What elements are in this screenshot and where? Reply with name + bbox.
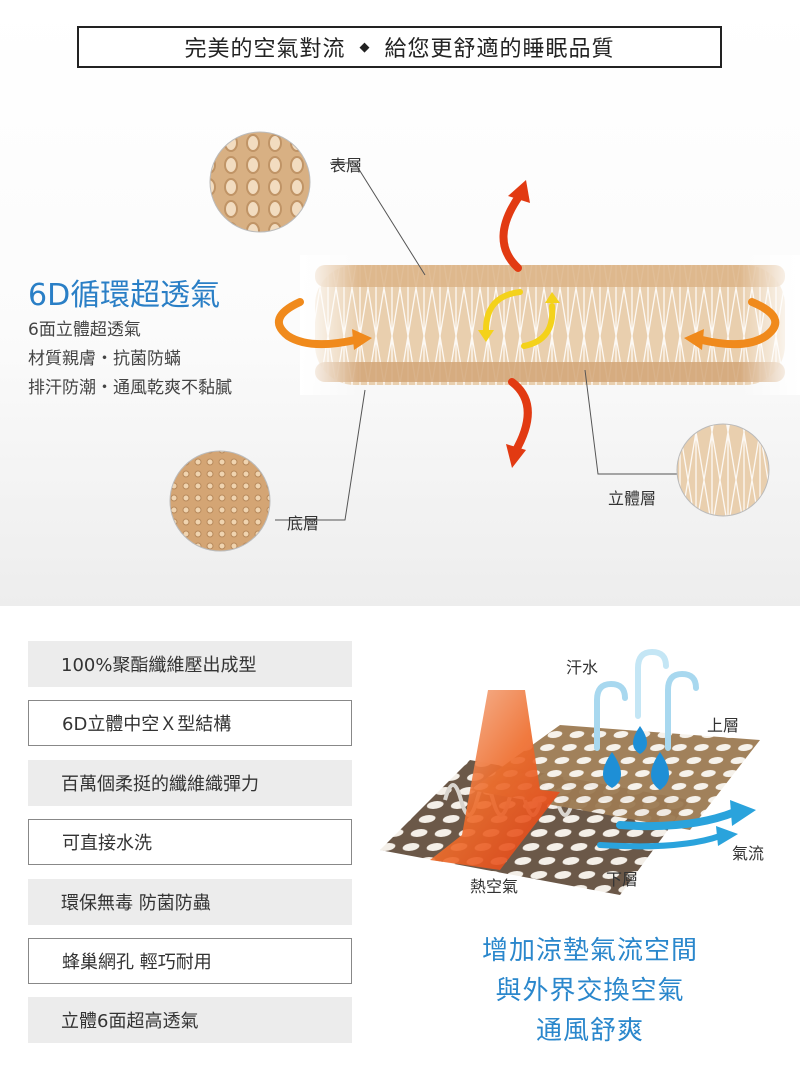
feature-item: 蜂巢網孔 輕巧耐用 — [28, 938, 352, 984]
header-left: 完美的空氣對流 — [184, 37, 346, 62]
water-drop-icon — [651, 752, 669, 790]
label-middle-layer: 立體層 — [608, 489, 657, 508]
feature-item: 立體6面超高透氣 — [28, 997, 352, 1043]
sweat-hook-icon — [594, 680, 628, 751]
water-drop-icon — [633, 726, 647, 754]
water-drop-icon — [603, 752, 621, 788]
feature-line: 排汗防潮・通風乾爽不黏膩 — [28, 378, 232, 398]
right-arrow-icon — [698, 298, 780, 349]
feature-item: 可直接水洗 — [28, 819, 352, 865]
label-sweat: 汗水 — [566, 658, 599, 677]
hot-air-arrow-icon — [430, 690, 560, 870]
promo-line: 與外界交換空氣 — [495, 976, 685, 1006]
label-top-layer: 表層 — [330, 156, 363, 175]
feature-item: 環保無毒 防菌防蟲 — [28, 879, 352, 925]
promo-line: 通風舒爽 — [535, 1016, 644, 1046]
feature-description: 6面立體超透氣 材質親膚・抗菌防蟎 排汗防潮・通風乾爽不黏膩 — [28, 316, 232, 403]
feature-line: 6面立體超透氣 — [28, 320, 141, 340]
label-upper: 上層 — [707, 716, 740, 735]
promo-line: 增加涼墊氣流空間 — [481, 936, 698, 966]
mesh-illustration — [169, 131, 800, 552]
top-layer-swatch — [209, 131, 311, 233]
feature-item: 百萬個柔挺的纖維織彈力 — [28, 760, 352, 806]
label-bottom-layer: 底層 — [287, 514, 320, 533]
bottom-layer-swatch — [169, 450, 271, 552]
left-arrow-icon — [274, 298, 359, 349]
feature-line: 材質親膚・抗菌防蟎 — [28, 349, 181, 369]
middle-layer-swatch — [676, 423, 770, 517]
label-lower: 下層 — [606, 870, 639, 889]
feature-item: 6D立體中空Ｘ型結構 — [28, 700, 352, 746]
feature-title: 6D循環超透氣 — [28, 278, 221, 313]
feature-item: 100%聚酯纖維壓出成型 — [28, 641, 352, 687]
header-banner: 完美的空氣對流 ◆ 給您更舒適的睡眠品質 — [77, 26, 722, 68]
airflow-arrow-icon — [616, 808, 739, 831]
cycle-arrow-icon — [483, 289, 523, 333]
label-hot-air: 熱空氣 — [470, 877, 519, 896]
diamond-icon: ◆ — [359, 39, 371, 55]
up-arrow-icon — [499, 191, 524, 272]
label-airflow: 氣流 — [732, 844, 765, 863]
header-right: 給您更舒適的睡眠品質 — [384, 37, 615, 62]
down-arrow-icon — [508, 378, 532, 456]
